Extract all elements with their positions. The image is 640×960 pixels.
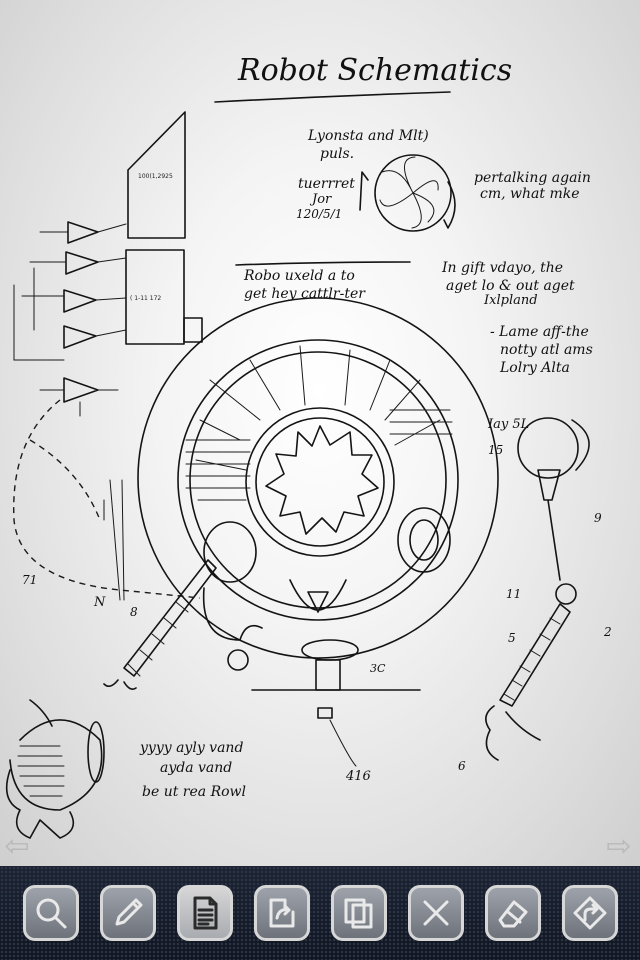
note-bottom-1: yyyy ayly vand — [139, 740, 243, 756]
note-3: tuerrret — [298, 176, 355, 192]
label-n: N — [93, 595, 106, 610]
left-arrow-icon: ⇦ — [4, 829, 30, 864]
main-ring-assembly — [137, 297, 499, 659]
note-8: Robo uxeld a to — [243, 268, 355, 284]
eye-sketch — [5, 699, 105, 839]
note-bottom-3: be ut rea Rowl — [142, 784, 246, 800]
note-underline — [235, 261, 411, 266]
share-arrow-icon — [573, 896, 606, 930]
dashed-link-1 — [13, 399, 201, 599]
sketch-canvas[interactable]: Robot Schematics Lyonsta and Mlt) puls. … — [0, 0, 640, 866]
label-15: 15 — [488, 443, 503, 457]
pencil-icon — [115, 898, 142, 926]
note-5: 120/5/1 — [296, 207, 342, 221]
right-arm: Iay 5L 15 9 11 5 2 6 — [458, 417, 612, 773]
document-icon — [193, 896, 217, 930]
note-4: Jor — [309, 192, 332, 207]
left-arm: N 8 — [93, 479, 263, 690]
fan-diagram — [374, 154, 456, 232]
stand-assembly: 416 3C — [251, 639, 421, 784]
circuit-diagram: 100(1,2925 ( 1-11 172 — [13, 111, 203, 417]
transform-button[interactable] — [253, 885, 310, 941]
note-12: Ixlpland — [483, 293, 538, 308]
copy-button[interactable] — [330, 885, 387, 941]
label-iay: Iay 5L — [487, 417, 529, 432]
note-11: aget lo & out aget — [446, 278, 575, 294]
title-underline — [214, 91, 451, 103]
label-5: 5 — [508, 631, 516, 645]
label-416: 416 — [345, 769, 371, 784]
note-7: cm, what mke — [480, 186, 579, 202]
schematic-drawing: Robot Schematics Lyonsta and Mlt) puls. … — [5, 53, 612, 839]
transform-icon — [269, 898, 294, 928]
clear-button[interactable] — [407, 885, 464, 941]
svg-text:100(1,2925: 100(1,2925 — [138, 173, 173, 180]
label-6: 6 — [458, 759, 466, 773]
note-9: get hey cattlr-ter — [244, 286, 366, 302]
zoom-button[interactable] — [22, 885, 79, 941]
eraser-button[interactable] — [484, 885, 541, 941]
label-9: 9 — [594, 511, 602, 525]
note-15: Lolry Alta — [499, 360, 570, 376]
label-3c: 3C — [370, 662, 386, 675]
note-6: pertalking again — [474, 170, 591, 186]
note-10: In gift vdayo, the — [441, 260, 563, 276]
next-page-button[interactable]: ⇨ — [602, 830, 636, 864]
label-8: 8 — [130, 605, 138, 619]
magnifier-icon — [36, 898, 66, 929]
label-11: 11 — [506, 587, 521, 601]
eraser-icon — [498, 900, 527, 928]
bottom-toolbar — [0, 866, 640, 960]
label-71: 71 — [22, 573, 37, 587]
pages-button[interactable] — [176, 885, 233, 941]
label-2: 2 — [603, 625, 612, 639]
dashed-link-2 — [29, 439, 101, 521]
close-icon — [423, 900, 448, 926]
note-2: puls. — [320, 146, 354, 162]
right-arrow-icon: ⇨ — [606, 829, 632, 864]
copy-icon — [344, 898, 372, 929]
share-button[interactable] — [561, 885, 618, 941]
note-1: Lyonsta and Mlt) — [307, 128, 429, 144]
svg-text:( 1-11 172: ( 1-11 172 — [130, 295, 161, 302]
sketch-title: Robot Schematics — [237, 53, 512, 88]
prev-page-button[interactable]: ⇦ — [0, 830, 34, 864]
note-13: - Lame aff-the — [490, 324, 589, 340]
note-14: notty atl ams — [500, 342, 593, 358]
note-arrow — [359, 171, 369, 211]
pen-button[interactable] — [99, 885, 156, 941]
note-bottom-2: ayda vand — [160, 760, 232, 776]
